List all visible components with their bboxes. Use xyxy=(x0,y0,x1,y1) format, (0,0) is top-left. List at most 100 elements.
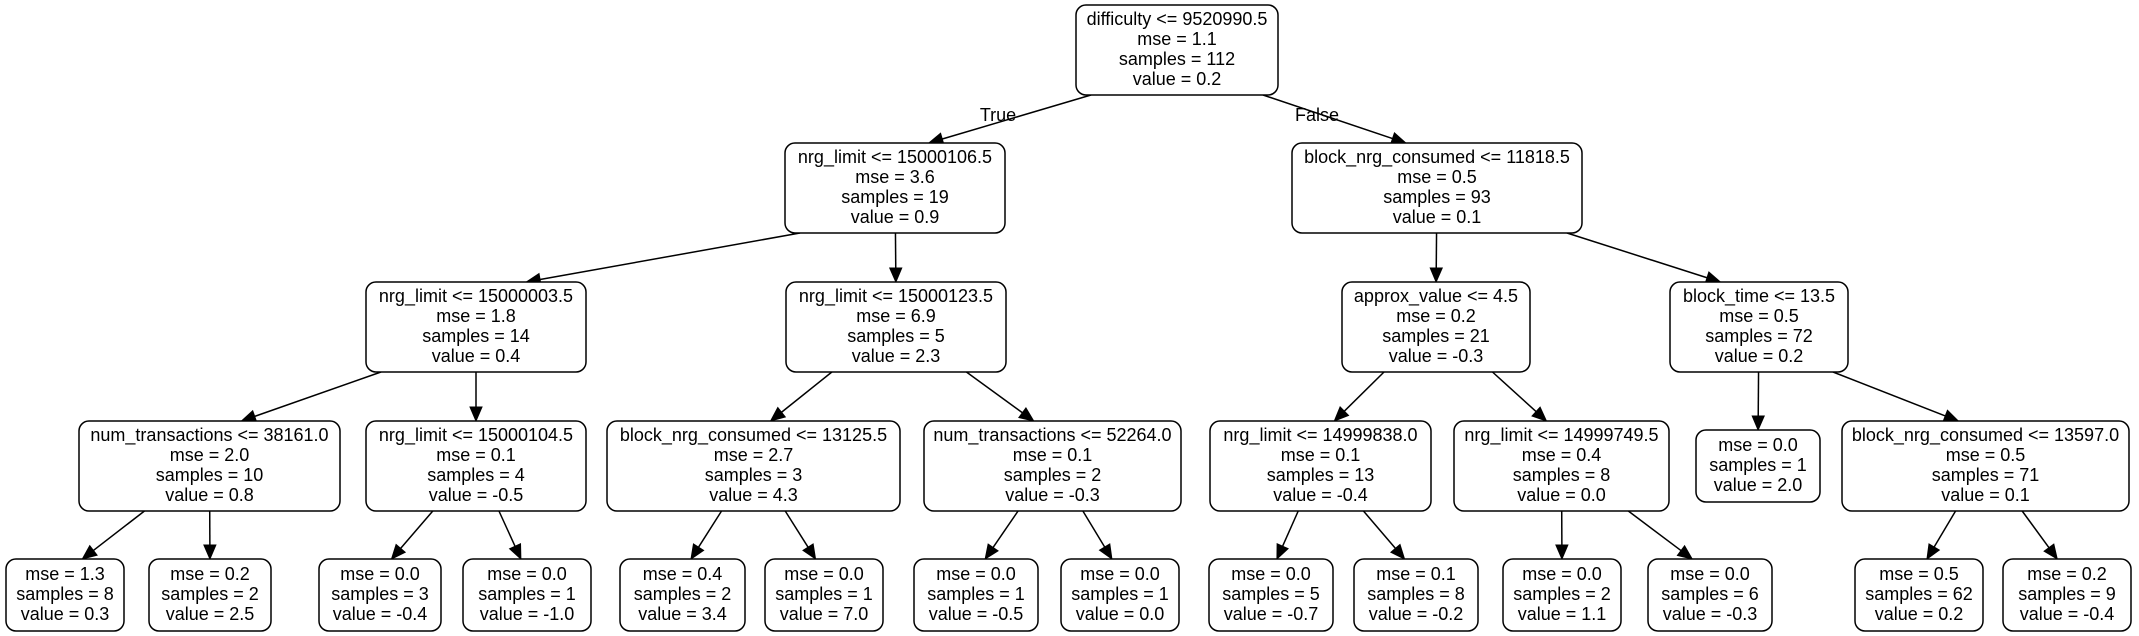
node-text-line: value = 0.1 xyxy=(1393,207,1482,227)
node-text-line: samples = 5 xyxy=(1222,584,1320,604)
edge-line xyxy=(1262,94,1393,140)
node-text-line: mse = 0.2 xyxy=(2027,564,2107,584)
node-text-line: value = -1.0 xyxy=(480,604,575,624)
arrowhead xyxy=(1942,409,1960,423)
tree-edge xyxy=(81,510,145,560)
node-text-line: mse = 3.6 xyxy=(855,167,935,187)
node-text-line: samples = 8 xyxy=(1367,584,1465,604)
node-text-line: mse = 0.1 xyxy=(1281,445,1361,465)
node-text-line: value = -0.3 xyxy=(1663,604,1758,624)
arrowhead xyxy=(769,406,787,422)
node-text-line: samples = 13 xyxy=(1267,465,1375,485)
edge-line xyxy=(992,510,1019,548)
node-text-line: value = -0.7 xyxy=(1224,604,1319,624)
node-box xyxy=(365,281,587,373)
node-text-line: samples = 1 xyxy=(1709,455,1807,475)
node-text-line: mse = 0.0 xyxy=(784,564,864,584)
tree-edge xyxy=(1333,371,1385,422)
tree-edge xyxy=(1751,371,1765,432)
node-box xyxy=(606,420,901,512)
node-text-line: samples = 93 xyxy=(1383,187,1491,207)
tree-edge xyxy=(1429,232,1444,284)
tree-edge xyxy=(203,510,217,561)
node-box xyxy=(1647,558,1773,632)
tree-edge xyxy=(1491,371,1548,422)
node-box xyxy=(1060,558,1180,632)
tree-edge xyxy=(888,232,903,284)
node-box xyxy=(784,142,1006,234)
node-box xyxy=(365,420,587,512)
node-text-line: value = 4.3 xyxy=(709,485,798,505)
tree-edge xyxy=(1555,510,1569,561)
arrowhead xyxy=(802,543,817,561)
node-text-line: mse = 2.0 xyxy=(170,445,250,465)
node-text-line: samples = 9 xyxy=(2018,584,2116,604)
arrowhead xyxy=(469,406,483,423)
node-box xyxy=(619,558,746,632)
arrowhead xyxy=(984,543,999,561)
edge-line xyxy=(1627,510,1682,552)
node-text-line: mse = 1.3 xyxy=(25,564,105,584)
node-box xyxy=(2002,558,2132,632)
edge-line xyxy=(2021,510,2050,549)
edge-line xyxy=(1281,510,1299,547)
arrowhead xyxy=(1333,406,1350,422)
edge-line xyxy=(942,94,1092,140)
node-text-line: samples = 72 xyxy=(1705,326,1813,346)
node-text-line: samples = 112 xyxy=(1119,49,1235,69)
tree-edge xyxy=(1926,510,1957,561)
node-text-line: value = 0.9 xyxy=(851,207,940,227)
node-text-line: nrg_limit <= 15000123.5 xyxy=(799,286,993,307)
node-text-line: value = -0.4 xyxy=(1273,485,1368,505)
edge-line xyxy=(1343,371,1385,412)
node-text-line: value = 0.0 xyxy=(1076,604,1165,624)
tree-edge xyxy=(1362,510,1406,560)
edge-line xyxy=(965,371,1023,414)
node-text-line: value = -0.5 xyxy=(429,485,524,505)
node-box xyxy=(1453,420,1670,512)
node-text-line: value = 1.1 xyxy=(1518,604,1607,624)
arrowhead xyxy=(1018,407,1035,422)
node-text-line: value = 0.4 xyxy=(432,346,521,366)
node-text-line: samples = 1 xyxy=(775,584,873,604)
node-text-line: value = 3.4 xyxy=(638,604,727,624)
edge-line xyxy=(784,510,809,548)
node-text-line: value = 0.1 xyxy=(1941,485,2030,505)
node-text-line: mse = 0.5 xyxy=(1719,306,1799,326)
arrowhead xyxy=(1389,543,1406,560)
node-box xyxy=(785,281,1007,373)
node-text-line: mse = 0.0 xyxy=(1231,564,1311,584)
node-text-line: approx_value <= 4.5 xyxy=(1354,286,1518,307)
node-text-line: mse = 0.5 xyxy=(1397,167,1477,187)
tree-edge: False xyxy=(1262,94,1408,145)
node-text-line: value = 0.2 xyxy=(1715,346,1804,366)
node-text-line: value = -0.5 xyxy=(929,604,1024,624)
tree-edge xyxy=(498,510,522,561)
node-text-line: block_time <= 13.5 xyxy=(1683,286,1835,307)
tree-edge xyxy=(1082,510,1113,561)
tree-edge xyxy=(1832,371,1960,423)
node-text-line: value = -0.3 xyxy=(1005,485,1100,505)
edge-label: True xyxy=(980,105,1016,125)
node-box xyxy=(1695,429,1821,503)
node-text-line: block_nrg_consumed <= 13125.5 xyxy=(620,425,887,446)
edge-line xyxy=(1832,371,1946,417)
node-text-line: value = 2.5 xyxy=(166,604,255,624)
node-text-line: samples = 3 xyxy=(331,584,429,604)
node-text-line: mse = 0.0 xyxy=(1522,564,1602,584)
node-box xyxy=(1208,558,1334,632)
node-text-line: mse = 6.9 xyxy=(856,306,936,326)
node-text-line: value = 2.3 xyxy=(852,346,941,366)
